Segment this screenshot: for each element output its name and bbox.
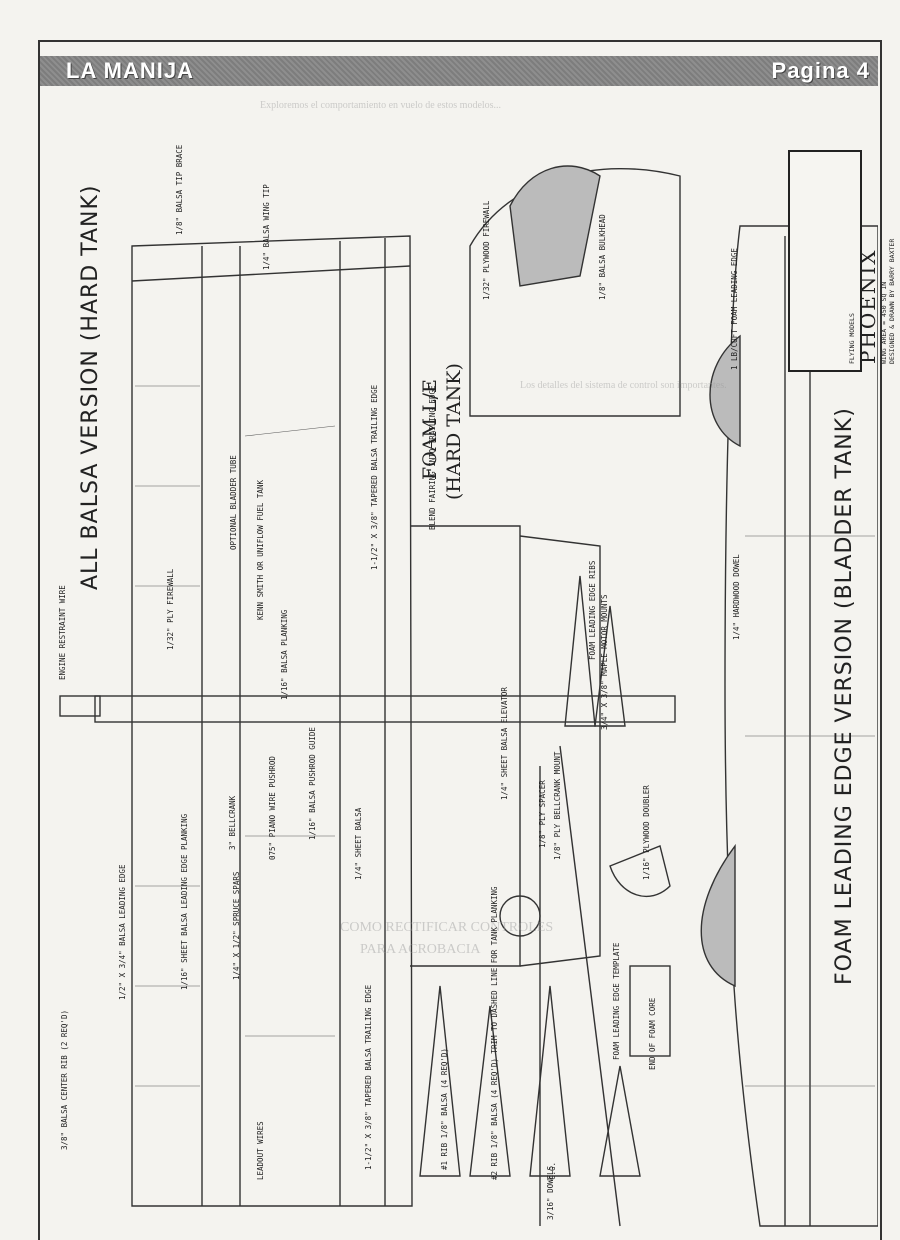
title-all-balsa: ALL BALSA VERSION (HARD TANK) bbox=[78, 184, 103, 590]
label-bellcrank: 3" BELLCRANK bbox=[228, 795, 237, 850]
label-rib1: #1 RIB 1/8" BALSA (4 REQ'D) bbox=[440, 1048, 449, 1170]
label-leadout: LEADOUT WIRES bbox=[256, 1121, 265, 1180]
label-wing-tip: 1/4" BALSA WING TIP bbox=[262, 184, 271, 270]
phoenix-title-block: FLYING MODELS PHOENIX WING AREA = 450 SQ… bbox=[848, 239, 896, 364]
label-balsa-planking: 1/16" BALSA PLANKING bbox=[280, 609, 289, 700]
label-engine-wire: ENGINE RESTRAINT WIRE bbox=[58, 585, 67, 680]
label-te-bottom: 1-1/2" X 3/8" TAPERED BALSA TRAILING EDG… bbox=[364, 984, 373, 1170]
phoenix-line1: WING AREA = 450 SQ IN bbox=[880, 281, 888, 364]
page-frame bbox=[38, 40, 882, 1240]
label-ply-bellcrank: 1/8" PLY BELLCRANK MOUNT bbox=[553, 751, 562, 860]
left-wing-outline bbox=[131, 235, 413, 1207]
phoenix-line2: DESIGNED & DRAWN BY BARRY BAXTER bbox=[888, 238, 896, 364]
elevator-outline bbox=[410, 525, 521, 967]
header-bar bbox=[40, 56, 878, 86]
label-bladder-tube: OPTIONAL BLADDER TUBE bbox=[229, 455, 238, 550]
label-blend-fairing: BLEND FAIRING INTO TRAILING EDGE bbox=[428, 385, 437, 531]
label-balsa-bulkhead: 1/8" BALSA BULKHEAD bbox=[598, 214, 607, 300]
magazine-title: LA MANIJA bbox=[66, 58, 194, 83]
label-sheet-balsa: 1/4" SHEET BALSA bbox=[354, 807, 363, 880]
label-le-top: 1/2" X 3/4" BALSA LEADING EDGE bbox=[118, 864, 127, 1000]
label-hardwood-dowel: 1/4" HARDWOOD DOWEL bbox=[732, 554, 741, 640]
label-foam-le: 1 LB/CUFT FOAM LEADING EDGE bbox=[730, 248, 739, 370]
bleed-paragraph-2: Los detalles del sistema de control son … bbox=[520, 380, 727, 391]
label-tip-brace: 1/8" BALSA TIP BRACE bbox=[175, 144, 184, 235]
label-ply-spacer: 1/8" PLY SPACER bbox=[538, 780, 547, 848]
label-rib2: #2 RIB 1/8" BALSA (4 REQ'D) TRIM TO DASH… bbox=[490, 886, 499, 1181]
bleed-paragraph-1: Exploremos el comportamiento en vuelo de… bbox=[260, 100, 502, 111]
label-ply-firewall: 1/32" PLY FIREWALL bbox=[166, 568, 175, 650]
blueprint-svg bbox=[59, 165, 878, 1227]
phoenix-name: PHOENIX bbox=[856, 248, 880, 364]
page-number: Pagina 4 bbox=[771, 58, 870, 83]
label-maple-mounts: 3/4" X 3/8" MAPLE MOTOR MOUNTS bbox=[600, 594, 609, 730]
label-end-foam: END OF FOAM CORE bbox=[648, 997, 657, 1070]
label-fuel-tank: KENN SMITH OR UNIFLOW FUEL TANK bbox=[256, 480, 265, 620]
label-center-rib: 3/8" BALSA CENTER RIB (2 REQ'D) bbox=[60, 1010, 69, 1150]
label-foam-ribs: FOAM LEADING EDGE RIBS bbox=[588, 560, 597, 660]
fuselage-center bbox=[94, 695, 676, 723]
phoenix-kicker: FLYING MODELS bbox=[848, 313, 856, 364]
label-spruce-spars: 1/4" X 1/2" SPRUCE SPARS bbox=[232, 871, 241, 980]
bleed-footer-1: COMO RECTIFICAR CONTROLES bbox=[340, 920, 554, 935]
label-pushrod-guide: 1/16" BALSA PUSHROD GUIDE bbox=[308, 727, 317, 840]
title-foam-bladder: FOAM LEADING EDGE VERSION (BLADDER TANK) bbox=[832, 407, 857, 985]
title-hard-tank: (HARD TANK) bbox=[443, 363, 465, 500]
label-plywood-firewall: 1/32" PLYWOOD FIREWALL bbox=[482, 200, 491, 300]
bleed-footer-2: PARA ACROBACIA bbox=[360, 942, 481, 957]
label-elevator: 1/4" SHEET BALSA ELEVATOR bbox=[500, 687, 509, 800]
label-cg: C.G. bbox=[548, 1161, 557, 1180]
label-foam-template: FOAM LEADING EDGE TEMPLATE bbox=[612, 942, 621, 1060]
label-piano-wire: 075" PIANO WIRE PUSHROD bbox=[268, 756, 277, 860]
label-le-planking: 1/16" SHEET BALSA LEADING EDGE PLANKING bbox=[180, 813, 189, 990]
label-te-top: 1-1/2" X 3/8" TAPERED BALSA TRAILING EDG… bbox=[370, 384, 379, 570]
label-ply-doubler: 1/16" PLYWOOD DOUBLER bbox=[642, 785, 651, 880]
phoenix-title-box: FLYING MODELS PHOENIX WING AREA = 450 SQ… bbox=[788, 150, 896, 372]
plan-drawing bbox=[40, 86, 878, 1238]
